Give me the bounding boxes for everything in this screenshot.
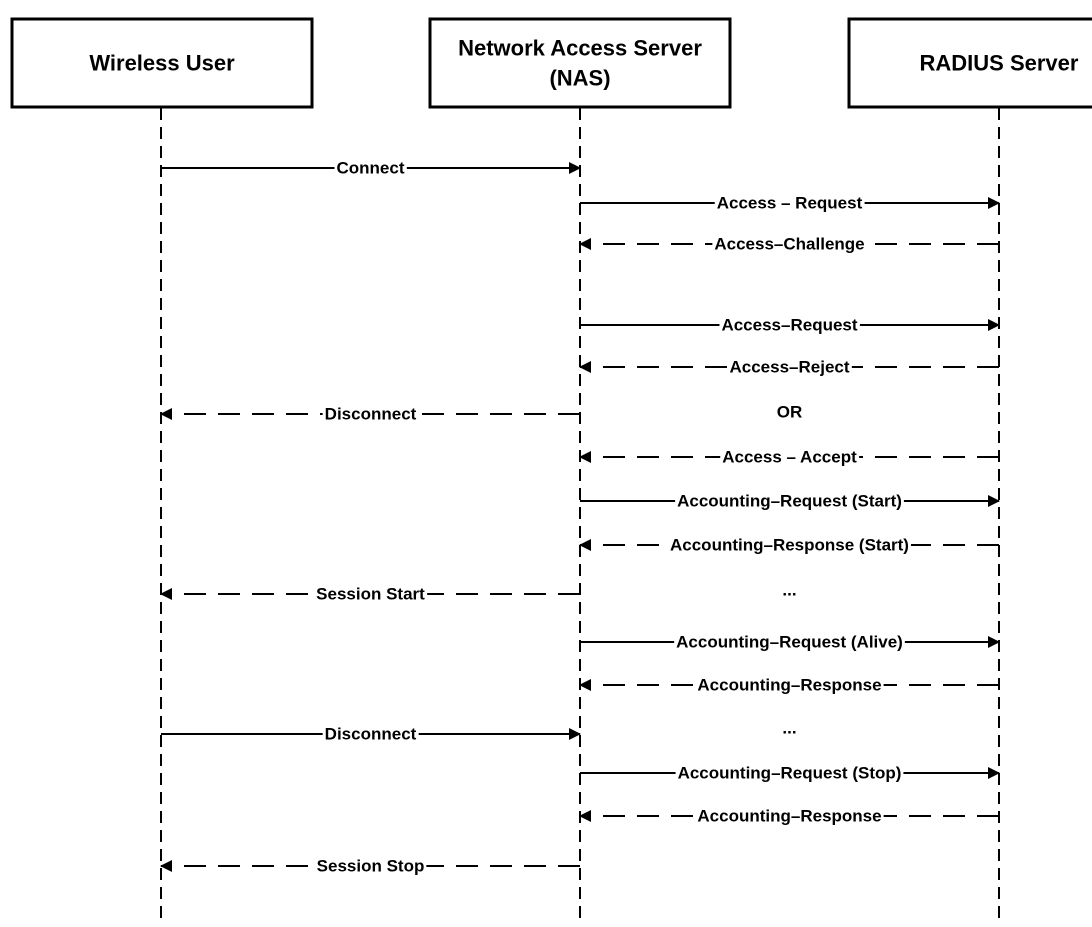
actor-label: Network Access Server (458, 36, 702, 61)
actor-box (10, 17, 314, 109)
message: Access–Request (580, 314, 1000, 336)
message-label-bg (322, 403, 419, 425)
message-label: Session Start (316, 585, 425, 604)
message-label-bg (695, 805, 884, 827)
message-label: Accounting–Request (Alive) (676, 633, 903, 652)
message-label: Disconnect (325, 725, 417, 744)
actor-user: Wireless User (10, 17, 314, 109)
message-label: Accounting–Request (Start) (677, 492, 902, 511)
actor-radius: RADIUS Server (847, 17, 1092, 109)
actor-label: RADIUS Server (920, 51, 1079, 76)
actor-label: Wireless User (89, 51, 235, 76)
message-label-bg (322, 723, 419, 745)
message: Accounting–Response (579, 805, 999, 827)
message: Accounting–Request (Alive) (580, 631, 1000, 653)
note-text: ... (782, 719, 796, 738)
message: Access – Accept (579, 446, 999, 468)
message-label-bg (695, 674, 884, 696)
message: Accounting–Request (Start) (580, 490, 1000, 512)
message-label-bg (314, 583, 428, 605)
message-label: Accounting–Response (Start) (670, 536, 909, 555)
message-label-bg (712, 233, 867, 255)
message: Session Stop (160, 855, 580, 877)
message-label: Accounting–Response (697, 676, 881, 695)
note-text: ... (782, 581, 796, 600)
actor-label: (NAS) (549, 66, 610, 91)
message: Accounting–Response (579, 674, 999, 696)
message: Access–Reject (579, 356, 999, 378)
message-label: Session Stop (317, 857, 425, 876)
message-label-bg (727, 356, 852, 378)
message-label: Disconnect (325, 405, 417, 424)
message-label-bg (675, 490, 904, 512)
note-text: OR (777, 403, 803, 422)
message: Connect (161, 157, 581, 179)
message-label-bg (334, 157, 407, 179)
message: Accounting–Response (Start) (579, 534, 999, 556)
message-label: Accounting–Response (697, 807, 881, 826)
message-label: Access–Challenge (714, 235, 864, 254)
message: Session Start (160, 583, 580, 605)
message-label-bg (675, 762, 904, 784)
message: Access–Challenge (579, 233, 999, 255)
message-label-bg (720, 446, 860, 468)
message-label: Connect (337, 159, 405, 178)
actor-box (428, 17, 732, 109)
message-label-bg (714, 192, 865, 214)
message: Accounting–Request (Stop) (580, 762, 1000, 784)
message: Access – Request (580, 192, 1000, 214)
message-label: Access–Request (721, 316, 857, 335)
message-label: Accounting–Request (Stop) (678, 764, 902, 783)
message: Disconnect (160, 403, 580, 425)
message-label-bg (668, 534, 911, 556)
message-label: Access – Request (717, 194, 863, 213)
message-label: Access–Reject (729, 358, 849, 377)
actor-box (847, 17, 1092, 109)
message-label-bg (719, 314, 860, 336)
actor-nas: Network Access Server (NAS) (428, 17, 732, 109)
message-label: Access – Accept (722, 448, 857, 467)
message: Disconnect (161, 723, 581, 745)
message-label-bg (674, 631, 905, 653)
message-label-bg (314, 855, 427, 877)
